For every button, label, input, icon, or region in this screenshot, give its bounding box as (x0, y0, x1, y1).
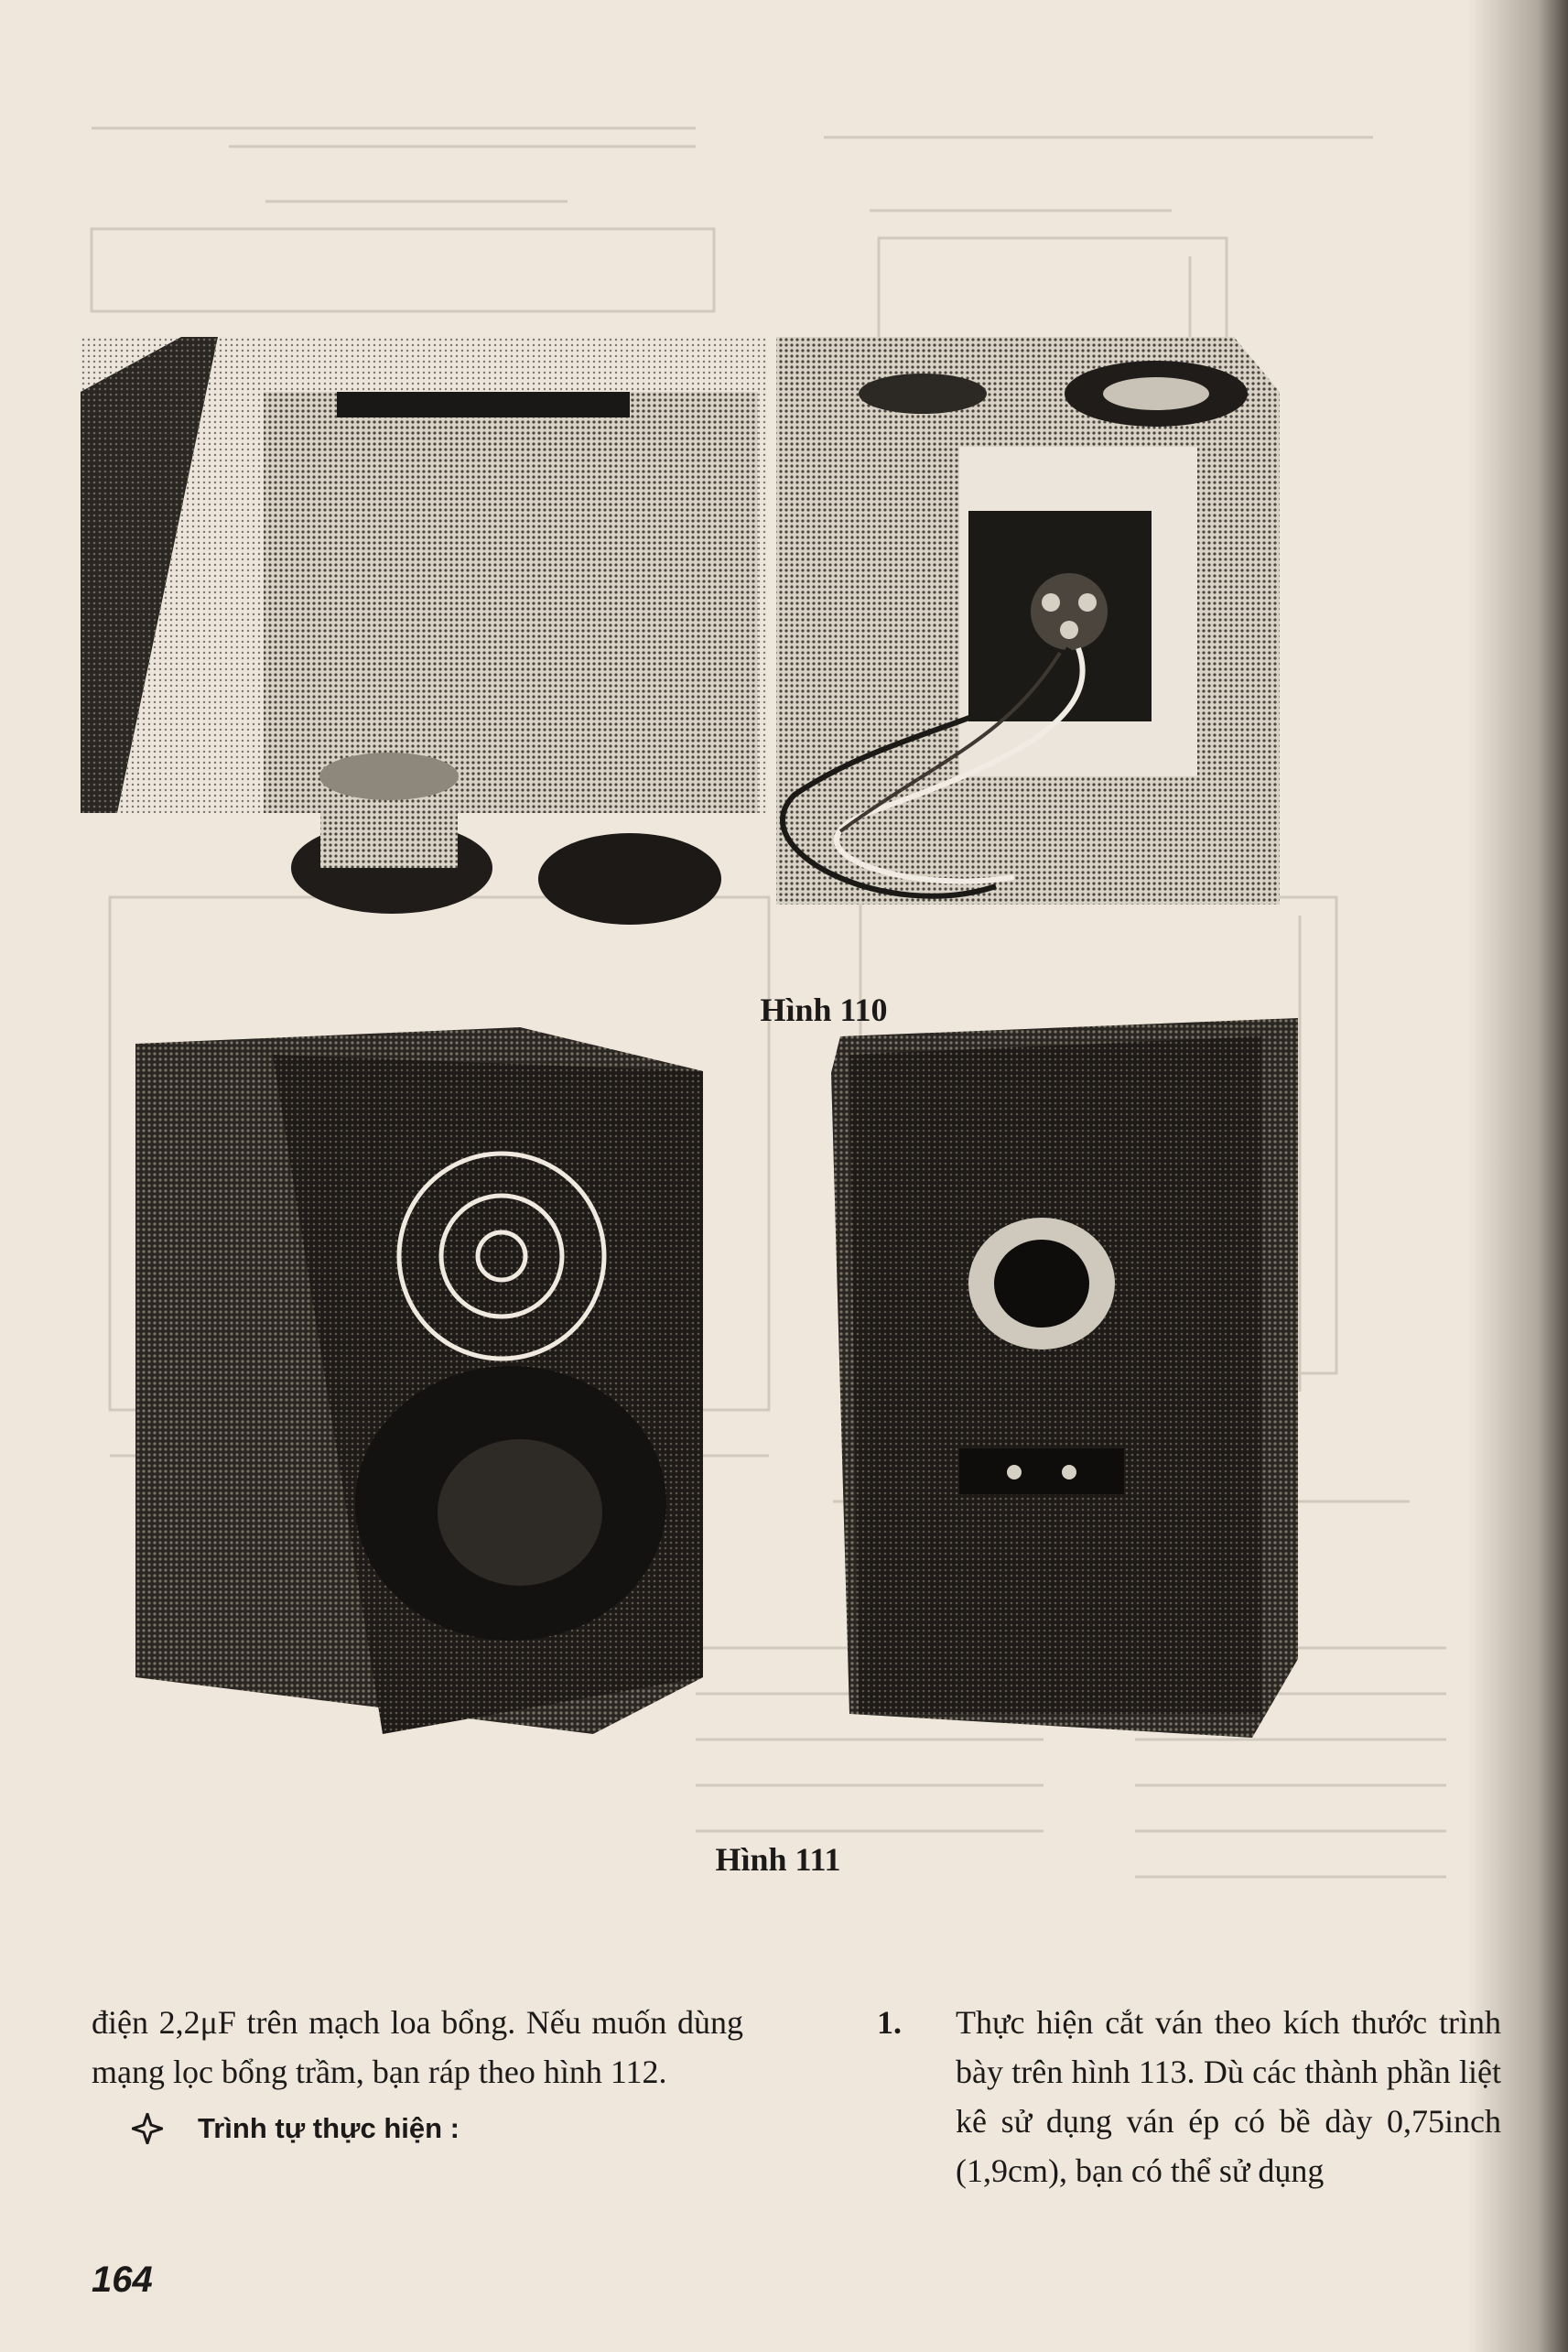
step-text: Thực hiện cắt ván theo kích thước trình … (956, 2004, 1501, 2189)
diamond-star-icon (132, 2113, 163, 2144)
figure-110-caption: Hình 110 (760, 992, 888, 1028)
step-number: 1. (877, 2004, 902, 2041)
page-number: 164 (92, 2260, 153, 2300)
right-text-column: 1. Thực hiện cắt ván theo kích thước trì… (877, 1998, 1501, 2195)
steps-heading-text: Trình tự thực hiện : (198, 2112, 460, 2144)
steps-heading: Trình tự thực hiện : (92, 2104, 743, 2153)
left-text-column: điện 2,2μF trên mạch loa bổng. Nếu muốn … (92, 1998, 743, 2153)
figure-111-caption: Hình 111 (715, 1841, 841, 1878)
binding-edge-shadow (1467, 0, 1568, 2352)
body-paragraph: điện 2,2μF trên mạch loa bổng. Nếu muốn … (92, 2004, 743, 2090)
figure-110-photo (81, 337, 1280, 925)
step-item: 1. Thực hiện cắt ván theo kích thước trì… (877, 1998, 1501, 2195)
figure-111-photo (135, 1018, 1298, 1738)
